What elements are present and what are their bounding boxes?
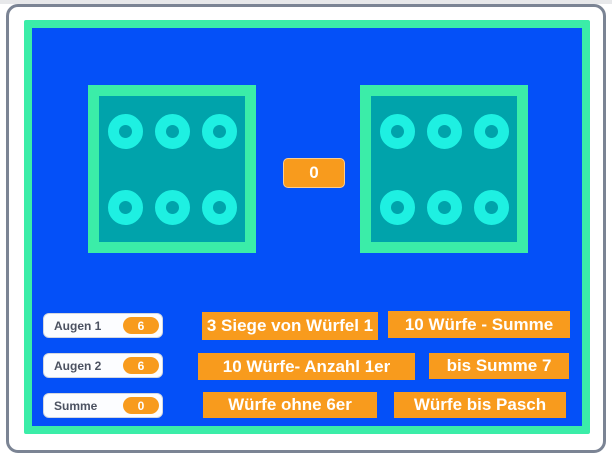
- monitor-summe[interactable]: Summe 0: [43, 393, 163, 418]
- die-pip: [201, 113, 237, 149]
- die-right[interactable]: [360, 85, 528, 253]
- button-bis-summe-7[interactable]: bis Summe 7: [429, 353, 569, 379]
- die-pip: [107, 113, 143, 149]
- button-wuerfe-bis-pasch[interactable]: Würfe bis Pasch: [394, 392, 566, 418]
- monitor-value: 6: [123, 357, 159, 374]
- center-value-display[interactable]: 0: [283, 158, 345, 188]
- button-10-wuerfe-anzahl-1er[interactable]: 10 Würfe- Anzahl 1er: [198, 353, 415, 380]
- die-pip: [201, 189, 237, 225]
- die-left[interactable]: [88, 85, 256, 253]
- die-pip: [107, 189, 143, 225]
- button-10-wuerfe-summe[interactable]: 10 Würfe - Summe: [388, 311, 570, 338]
- button-wuerfe-ohne-6er[interactable]: Würfe ohne 6er: [203, 392, 377, 418]
- monitor-augen-2[interactable]: Augen 2 6: [43, 353, 163, 378]
- monitor-augen-1[interactable]: Augen 1 6: [43, 313, 163, 338]
- button-3-siege-von-wuerfel-1[interactable]: 3 Siege von Würfel 1: [202, 312, 378, 340]
- die-pip-row: [107, 189, 237, 225]
- die-pip: [379, 113, 415, 149]
- die-pip: [473, 113, 509, 149]
- die-pip: [426, 189, 462, 225]
- die-pip: [473, 189, 509, 225]
- monitor-label: Augen 2: [54, 358, 102, 373]
- die-pip: [379, 189, 415, 225]
- monitor-label: Summe: [54, 398, 98, 413]
- stage: 0 Augen 1 6 Augen 2 6 Summe 0 3 Siege vo…: [32, 28, 582, 426]
- stage-frame: 0 Augen 1 6 Augen 2 6 Summe 0 3 Siege vo…: [24, 20, 590, 434]
- monitor-value: 0: [123, 397, 159, 414]
- page-top-strip: [0, 0, 612, 4]
- die-pip: [154, 189, 190, 225]
- monitor-value: 6: [123, 317, 159, 334]
- monitor-label: Augen 1: [54, 318, 102, 333]
- die-pip: [154, 113, 190, 149]
- die-pip-row: [107, 113, 237, 149]
- app-window: 0 Augen 1 6 Augen 2 6 Summe 0 3 Siege vo…: [6, 4, 606, 453]
- die-pip-row: [379, 113, 509, 149]
- die-pip: [426, 113, 462, 149]
- die-pip-row: [379, 189, 509, 225]
